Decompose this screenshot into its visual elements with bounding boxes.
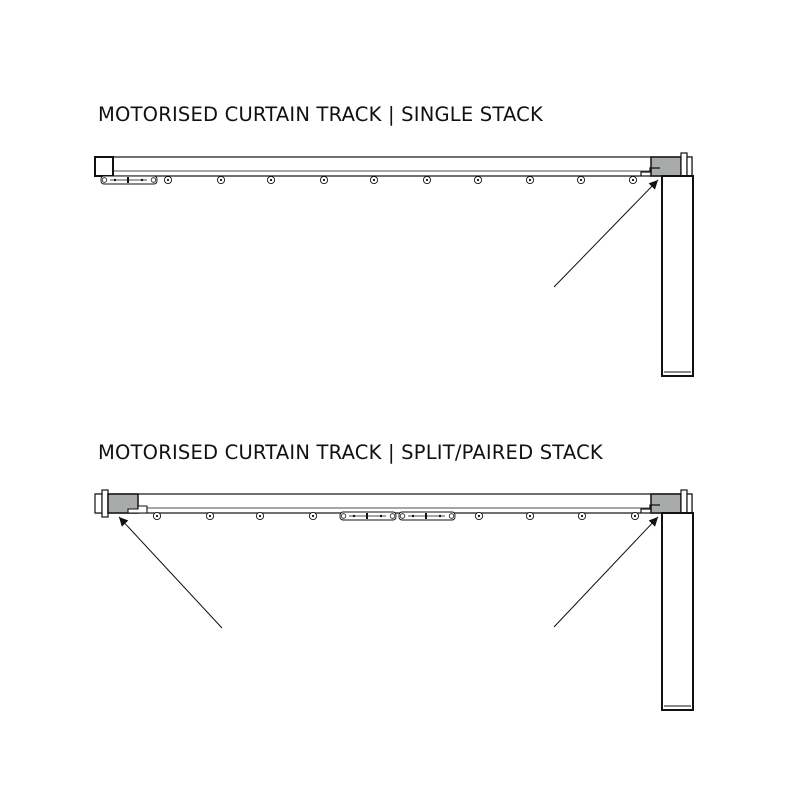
track-rail [95, 156, 693, 177]
master-carrier [100, 175, 158, 185]
motor-body [661, 512, 694, 711]
master-carrier-right [398, 511, 456, 521]
left-motor-pointer-arrow [118, 516, 223, 629]
single-stack-title: MOTORISED CURTAIN TRACK | SINGLE STACK [98, 103, 543, 126]
motor-pointer-arrow [553, 179, 659, 288]
master-carrier-left [339, 511, 397, 521]
split-stack-title: MOTORISED CURTAIN TRACK | SPLIT/PAIRED S… [98, 441, 603, 464]
motor-head-left [94, 489, 148, 518]
left-end-cap [94, 156, 114, 177]
right-motor-pointer-arrow [553, 516, 659, 628]
split-stack-diagram [94, 489, 694, 711]
runners [163, 175, 638, 185]
motor-body [661, 175, 694, 377]
single-stack-diagram [94, 152, 694, 377]
track-rail [95, 493, 693, 514]
motor-head-right [640, 152, 693, 181]
